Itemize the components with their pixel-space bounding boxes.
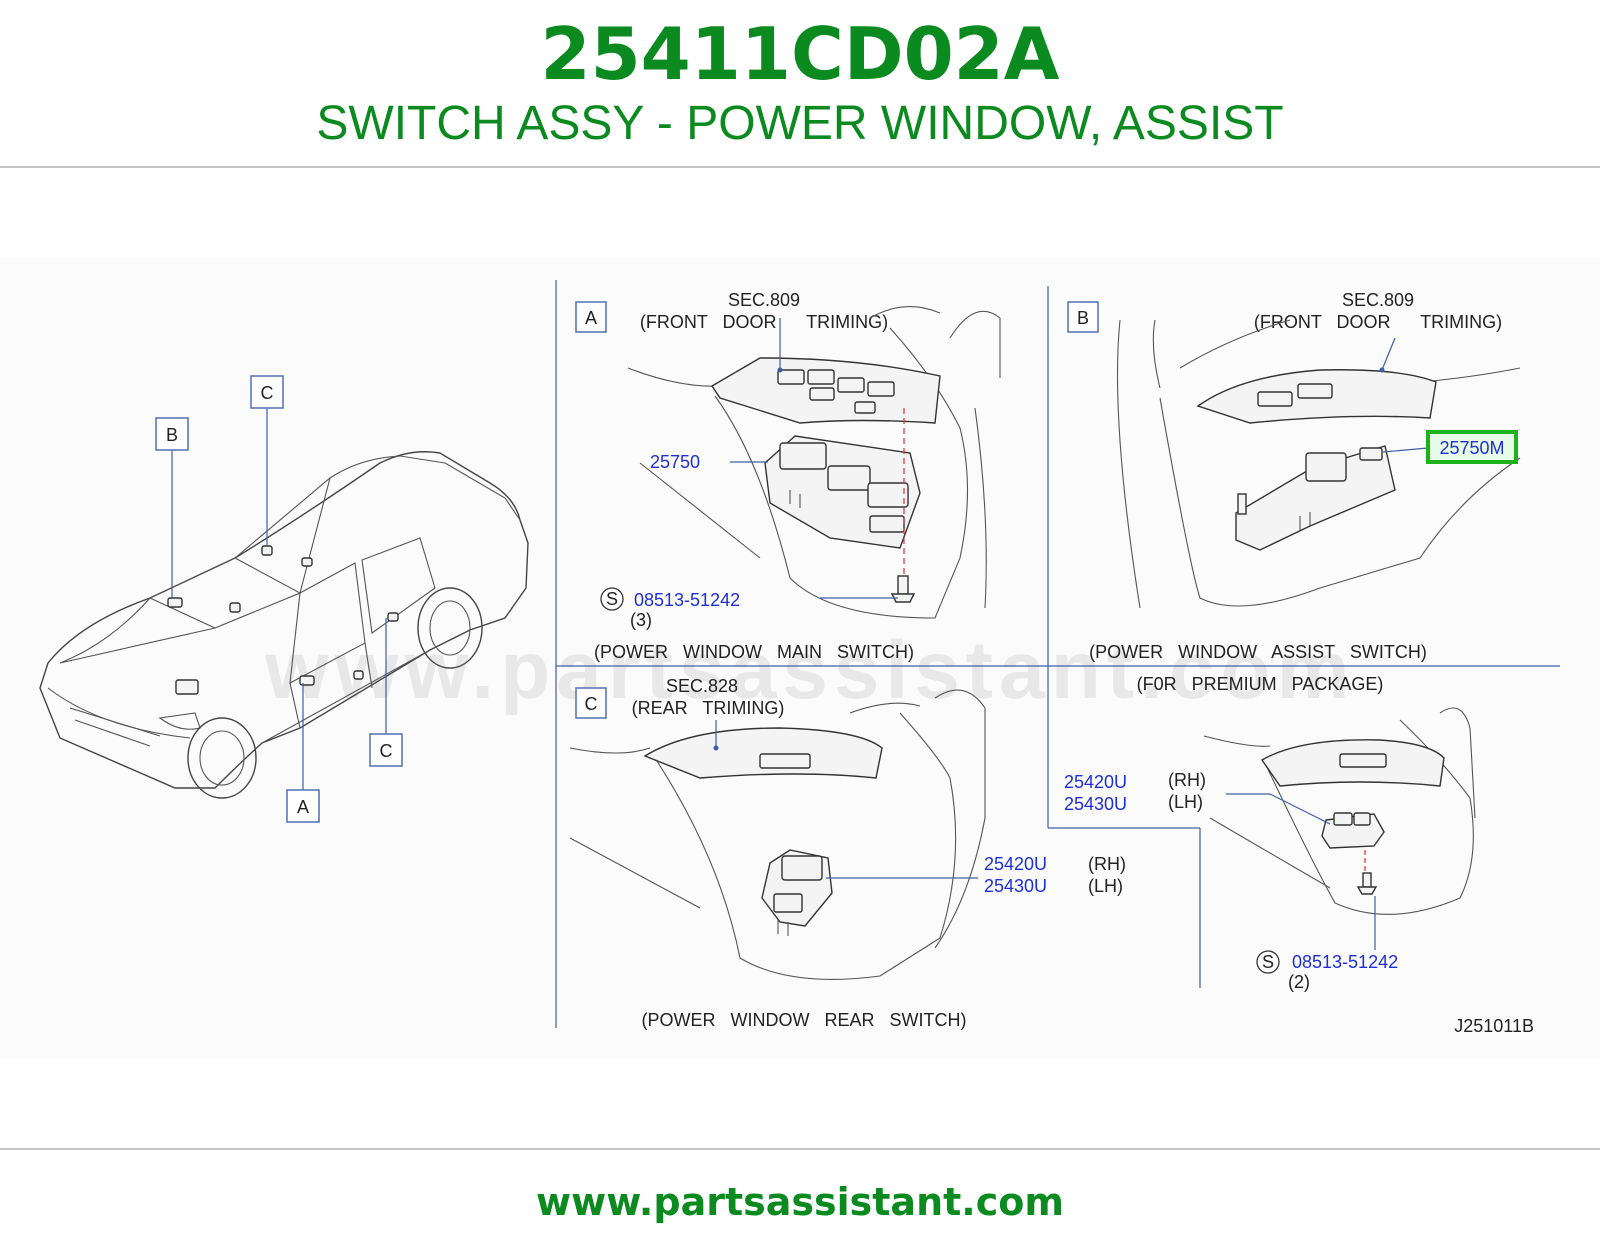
panel-c-rh-label: (RH) — [1088, 854, 1126, 874]
panel-a-switch-part[interactable]: 25750 — [650, 452, 700, 472]
panel-d-lh-label: (LH) — [1168, 792, 1203, 812]
svg-text:C: C — [380, 741, 393, 761]
panel-d-part-lh[interactable]: 25430U — [1064, 794, 1127, 814]
panel-c-part-lh[interactable]: 25430U — [984, 876, 1047, 896]
watermark: www.partsassistant.com — [264, 625, 1356, 716]
car-callout-c-lower: C — [369, 618, 403, 767]
panel-d-package-label: (F0R PREMIUM PACKAGE) — [1137, 674, 1384, 694]
panel-a-screw-callout: S — [600, 587, 624, 611]
panel-c-lh-label: (LH) — [1088, 876, 1123, 896]
car-callout-a: A — [286, 683, 320, 823]
svg-text:A: A — [297, 797, 309, 817]
panel-d-screw-qty: (2) — [1288, 972, 1310, 992]
header-divider — [0, 166, 1600, 168]
panel-a-tag: A — [585, 308, 597, 328]
panel-b-caption: (POWER WINDOW ASSIST SWITCH) — [1089, 642, 1427, 662]
panel-b-trim: (FRONT DOOR TRIMING) — [1254, 312, 1502, 332]
part-name-subtitle: SWITCH ASSY - POWER WINDOW, ASSIST — [316, 97, 1284, 150]
panel-c-section: SEC.828 — [666, 676, 738, 696]
panel-a-section: SEC.809 — [728, 290, 800, 310]
footer-divider — [0, 1148, 1600, 1150]
panel-a-caption: (POWER WINDOW MAIN SWITCH) — [594, 642, 914, 662]
panel-d-rh-label: (RH) — [1168, 770, 1206, 790]
footer-url[interactable]: www.partsassistant.com — [536, 1180, 1064, 1224]
car-callout-b: B — [155, 417, 189, 598]
panel-a-screw-part[interactable]: 08513-51242 — [634, 590, 740, 610]
panel-a: A SEC.809 (FRONT DOOR TRIMING) — [575, 290, 1001, 619]
svg-text:S: S — [606, 589, 618, 609]
svg-text:C: C — [261, 383, 274, 403]
panel-d — [1203, 707, 1476, 950]
panel-b: B SEC.809 (FRONT DOOR TRIMING) — [1067, 290, 1521, 609]
panel-c-caption: (POWER WINDOW REAR SWITCH) — [642, 1010, 967, 1030]
panel-c: C SEC.828 (REAR TRIMING) — [569, 676, 986, 980]
panel-b-section: SEC.809 — [1342, 290, 1414, 310]
car-illustration — [39, 451, 529, 799]
panel-d-screw-part[interactable]: 08513-51242 — [1292, 952, 1398, 972]
highlighted-part-frame — [1426, 430, 1518, 464]
panel-c-part-rh[interactable]: 25420U — [984, 854, 1047, 874]
parts-diagram: www.partsassistant.com — [0, 258, 1600, 1058]
svg-text:B: B — [166, 425, 178, 445]
panel-c-tag: C — [585, 694, 598, 714]
panel-d-part-rh[interactable]: 25420U — [1064, 772, 1127, 792]
svg-text:S: S — [1262, 952, 1274, 972]
panel-b-switch-part[interactable]: 25750M — [1439, 438, 1504, 458]
panel-a-trim: (FRONT DOOR TRIMING) — [640, 312, 888, 332]
panel-b-tag: B — [1077, 308, 1089, 328]
panel-a-screw-qty: (3) — [630, 610, 652, 630]
car-callout-c-upper: C — [250, 375, 284, 546]
panel-c-trim: (REAR TRIMING) — [632, 698, 785, 718]
part-number-title: 25411CD02A — [540, 12, 1060, 96]
panel-d-screw-callout: S — [1256, 950, 1280, 974]
drawing-code: J251011B — [1454, 1016, 1534, 1036]
